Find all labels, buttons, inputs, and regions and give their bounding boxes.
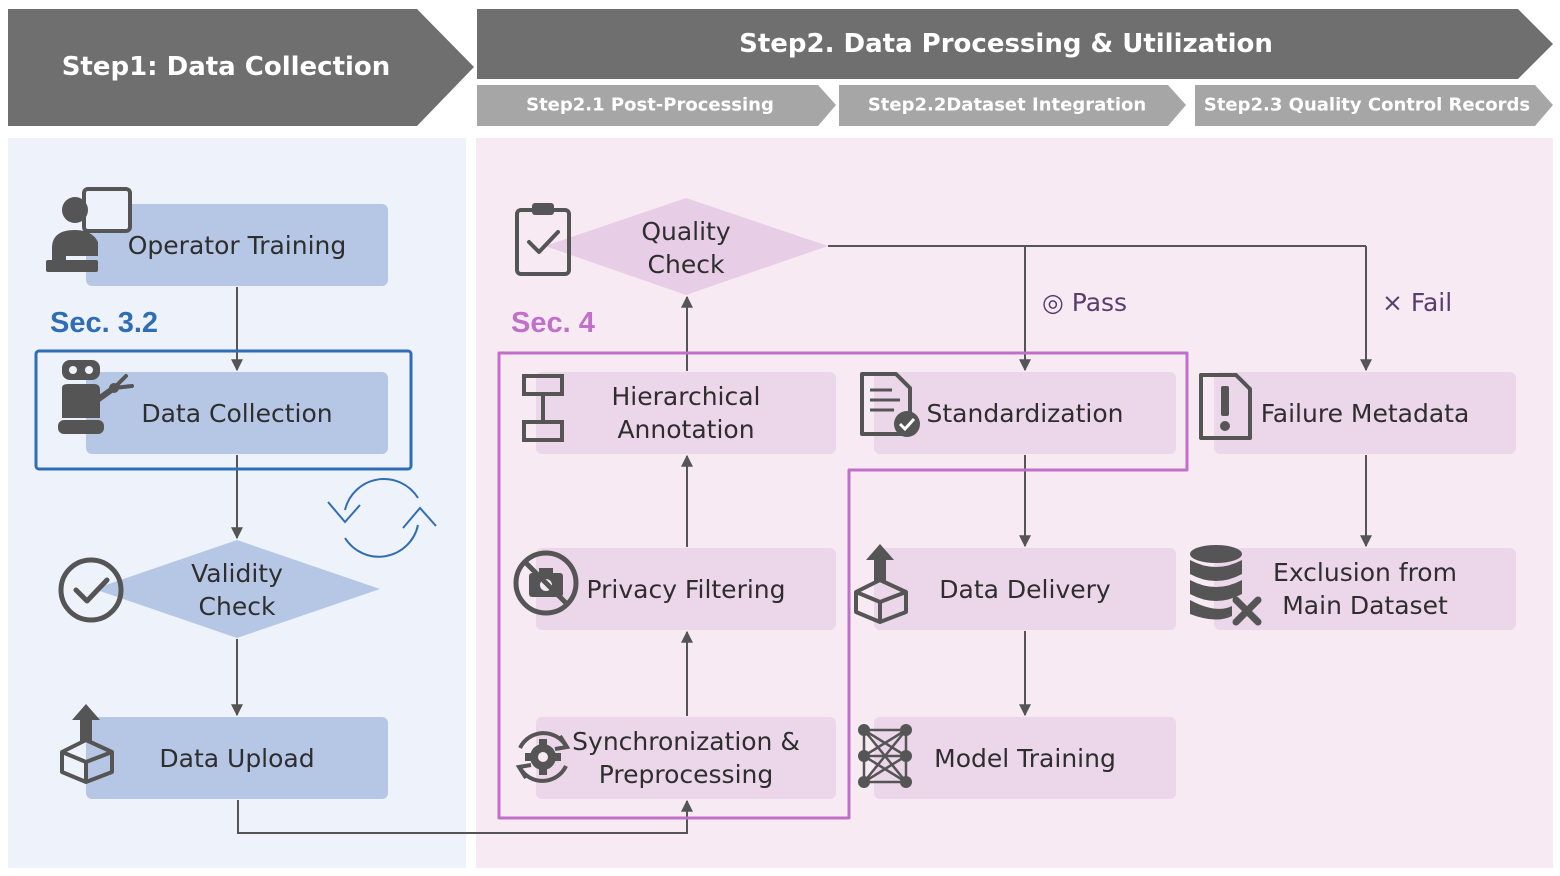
- alert-document-icon: [1199, 373, 1252, 440]
- sec4-frame: [497, 351, 1189, 820]
- sync-preprocessing-box: Synchronization & Preprocessing: [536, 717, 836, 799]
- data-delivery-label: Data Delivery: [939, 574, 1111, 604]
- sec-3-2-label: Sec. 3.2: [50, 307, 159, 339]
- sub1-title: Step2.1 Post-Processing: [526, 94, 774, 116]
- fail-label: × Fail: [1382, 288, 1453, 317]
- step1-title: Step1: Data Collection: [61, 52, 391, 82]
- data-upload-label: Data Upload: [159, 743, 315, 773]
- cycle-icon: [327, 478, 437, 558]
- sec-4-label: Sec. 4: [511, 307, 595, 339]
- sync-preprocessing-label: Synchronization & Preprocessing: [572, 727, 800, 789]
- validity-check-label: Validity Check: [191, 559, 283, 621]
- delivery-box-icon: [854, 544, 908, 624]
- exclusion-label: Exclusion from Main Dataset: [1273, 558, 1457, 620]
- sub1-arrow: [477, 85, 836, 126]
- failure-metadata-label: Failure Metadata: [1260, 398, 1470, 428]
- gear-sync-icon: [515, 731, 571, 783]
- validity-check-diamond: [94, 540, 380, 638]
- exclusion-box: Exclusion from Main Dataset: [1214, 548, 1516, 630]
- operator-training-box: Operator Training: [86, 204, 388, 286]
- sub3-arrow: [1195, 85, 1553, 126]
- hierarchical-annotation-label: Hierarchical Annotation: [611, 382, 761, 444]
- sub2-title: Step2.2Dataset Integration: [867, 94, 1147, 116]
- data-upload-box: Data Upload: [86, 717, 388, 799]
- failure-metadata-box: Failure Metadata: [1214, 372, 1516, 454]
- sub3-title: Step2.3 Quality Control Records: [1203, 94, 1531, 116]
- operator-training-label: Operator Training: [127, 230, 347, 260]
- step2-title: Step2. Data Processing & Utilization: [739, 29, 1273, 59]
- quality-check-label: Quality Check: [641, 217, 731, 279]
- upload-box-icon: [60, 704, 114, 784]
- sub2-arrow: [839, 85, 1186, 126]
- quality-check-diamond: [545, 198, 828, 295]
- data-delivery-box: Data Delivery: [874, 548, 1176, 630]
- pass-label: ◎ Pass: [1042, 288, 1128, 317]
- data-collection-box: Data Collection: [86, 372, 388, 454]
- clipboard-check-icon: [515, 203, 571, 276]
- neural-network-icon: [858, 724, 912, 788]
- database-remove-icon: [1190, 545, 1262, 626]
- step1-arrow: [8, 9, 474, 126]
- step2-arrow: [477, 9, 1553, 79]
- document-check-icon: [860, 372, 920, 437]
- standardization-label: Standardization: [926, 398, 1124, 428]
- check-circle-icon: [58, 557, 124, 623]
- model-training-label: Model Training: [934, 743, 1116, 773]
- privacy-filtering-label: Privacy Filtering: [586, 574, 786, 604]
- hierarchy-icon: [522, 374, 564, 442]
- robot-icon: [58, 360, 134, 434]
- no-camera-icon: [513, 550, 579, 616]
- operator-icon: [46, 187, 132, 272]
- hierarchical-annotation-box: Hierarchical Annotation: [536, 372, 836, 454]
- privacy-filtering-box: Privacy Filtering: [536, 548, 836, 630]
- standardization-box: Standardization: [874, 372, 1176, 454]
- data-collection-label: Data Collection: [141, 398, 333, 428]
- model-training-box: Model Training: [874, 717, 1176, 799]
- sec32-frame: [34, 349, 413, 471]
